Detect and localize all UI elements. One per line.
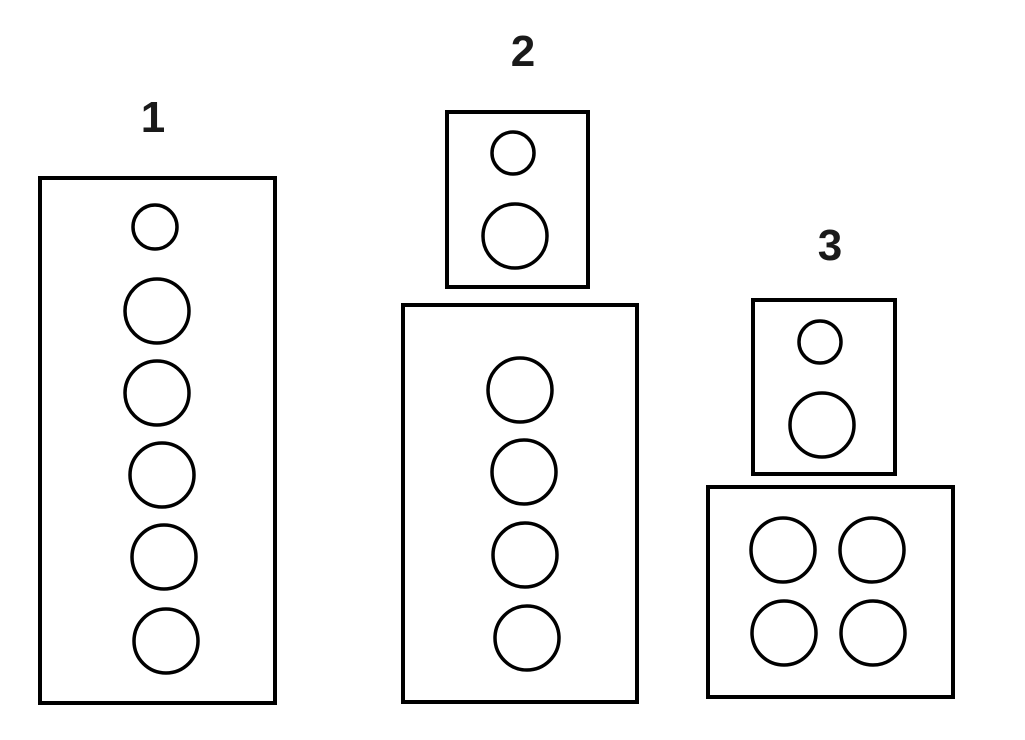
stack-2-tweeter [490, 130, 536, 176]
stack-2 [401, 110, 639, 704]
stack-3-bottom-cabinet [706, 485, 955, 699]
stack-1-tweeter [131, 203, 179, 251]
stack-3-woofer-top-right [838, 516, 906, 584]
stack-1-woofer-4 [130, 523, 198, 591]
stack-3-top-woofer [788, 391, 856, 459]
stack-1-woofer-2 [123, 359, 191, 427]
stack-3-label: 3 [817, 221, 843, 270]
stack-1-label: 1 [140, 93, 166, 142]
stack-3-woofer-top-left [749, 516, 817, 584]
stack-2-woofer-2 [490, 438, 558, 506]
stack-3-woofer-bottom-left [750, 599, 818, 667]
stack-1 [38, 176, 277, 705]
stack-2-top-woofer [481, 202, 549, 270]
stack-3-tweeter [797, 319, 843, 365]
stack-2-woofer-4 [493, 604, 561, 672]
stack-1-woofer-5 [132, 607, 200, 675]
stack-1-woofer-3 [128, 441, 196, 509]
stack-2-woofer-1 [486, 356, 554, 424]
stack-3-woofer-bottom-right [839, 599, 907, 667]
stack-2-label: 2 [510, 27, 536, 76]
stack-3 [706, 298, 955, 699]
stack-2-woofer-3 [491, 521, 559, 589]
stack-1-woofer-1 [123, 277, 191, 345]
